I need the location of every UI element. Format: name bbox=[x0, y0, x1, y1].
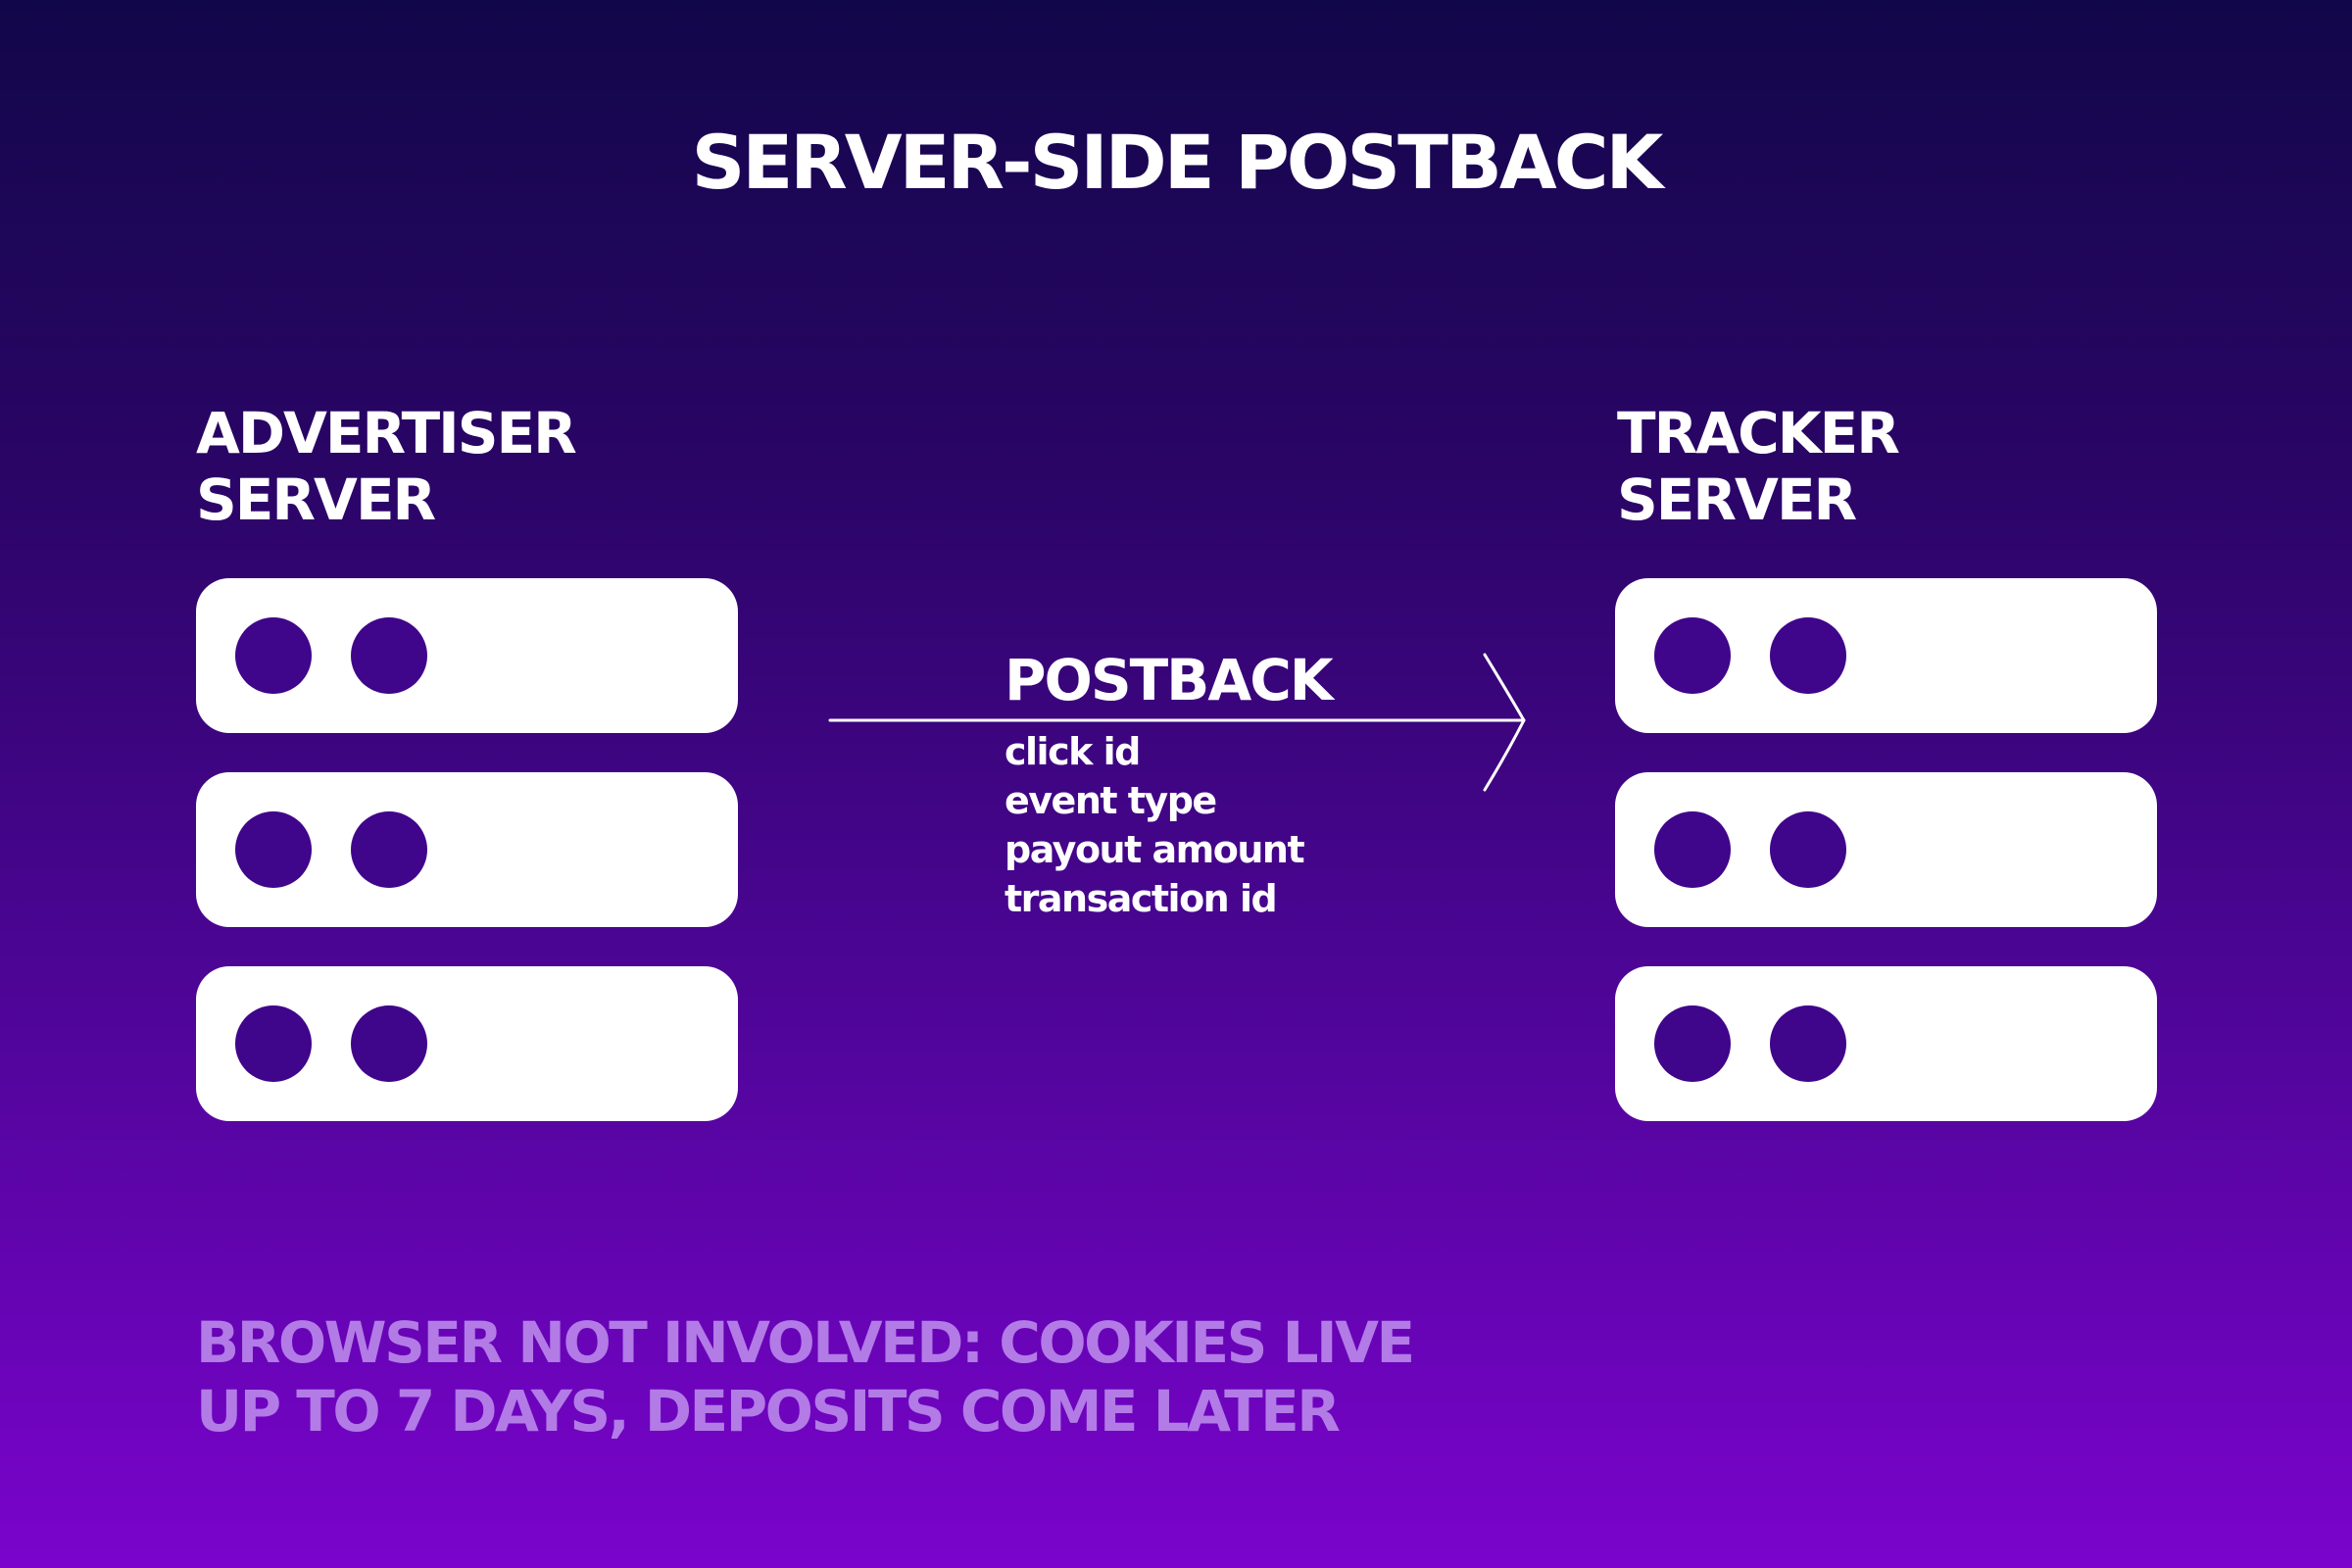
diagram-title: SERVER-SIDE POSTBACK bbox=[691, 119, 1664, 206]
server-unit bbox=[1615, 772, 2157, 927]
server-led-icon bbox=[235, 617, 312, 694]
tracker-server-label: TRACKER SERVER bbox=[1617, 400, 1900, 533]
server-led-icon bbox=[1770, 617, 1846, 694]
server-unit bbox=[196, 772, 738, 927]
server-led-icon bbox=[235, 811, 312, 888]
param-event-type: event type bbox=[1004, 779, 1217, 822]
server-unit bbox=[196, 966, 738, 1121]
advertiser-label-line2: SERVER bbox=[196, 466, 436, 533]
param-payout-amount: payout amount bbox=[1004, 828, 1305, 871]
server-led-icon bbox=[1654, 617, 1731, 694]
server-unit bbox=[196, 578, 738, 733]
postback-arrow-icon bbox=[828, 653, 1526, 792]
tracker-label-line1: TRACKER bbox=[1617, 400, 1900, 466]
postback-parameters: click id event type payout amount transa… bbox=[1004, 727, 1305, 923]
server-led-icon bbox=[235, 1005, 312, 1082]
server-led-icon bbox=[351, 617, 427, 694]
server-led-icon bbox=[351, 811, 427, 888]
advertiser-server-label: ADVERTISER SERVER bbox=[196, 400, 577, 533]
postback-label: POSTBACK bbox=[1004, 647, 1334, 713]
server-unit bbox=[1615, 966, 2157, 1121]
advertiser-server-rack-icon bbox=[196, 578, 738, 1121]
server-led-icon bbox=[1770, 811, 1846, 888]
footnote: BROWSER NOT INVOLVED: COOKIES LIVE UP TO… bbox=[196, 1308, 1415, 1446]
tracker-label-line2: SERVER bbox=[1617, 466, 1857, 533]
server-unit bbox=[1615, 578, 2157, 733]
server-led-icon bbox=[1654, 811, 1731, 888]
tracker-server-rack-icon bbox=[1615, 578, 2157, 1121]
footnote-line1: BROWSER NOT INVOLVED: COOKIES LIVE bbox=[196, 1309, 1415, 1376]
param-transaction-id: transaction id bbox=[1004, 877, 1278, 920]
server-led-icon bbox=[1770, 1005, 1846, 1082]
param-click-id: click id bbox=[1004, 730, 1141, 773]
footnote-line2: UP TO 7 DAYS, DEPOSITS COME LATER bbox=[196, 1378, 1341, 1445]
server-led-icon bbox=[351, 1005, 427, 1082]
advertiser-label-line1: ADVERTISER bbox=[196, 400, 577, 466]
server-led-icon bbox=[1654, 1005, 1731, 1082]
